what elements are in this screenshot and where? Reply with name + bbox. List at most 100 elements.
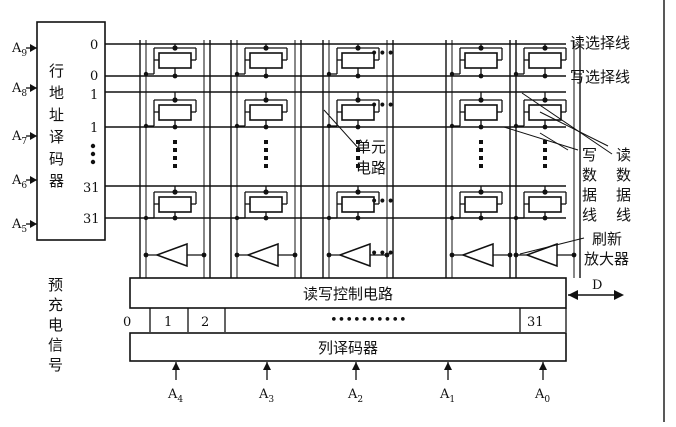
select-lines (105, 43, 566, 219)
vertical-ellipsis-dot (479, 148, 483, 152)
row-input-arrow (30, 84, 37, 92)
vertical-ellipsis-dot (356, 140, 360, 144)
row-output-1-write: 1 (90, 121, 98, 136)
row-address-subscript: 6 (21, 181, 27, 191)
column-address-subscript: 1 (449, 395, 455, 405)
write-select-line-label: 写选择线 (570, 68, 630, 86)
svg-text:译: 译 (49, 128, 64, 146)
svg-text:地: 地 (49, 84, 64, 102)
refresh-amp-label-line1: 刷新 (592, 230, 622, 248)
rw-control-label: 读写控制电路 (303, 285, 393, 303)
row-input-arrow (30, 220, 37, 228)
column-address-input: A2 (347, 387, 363, 405)
leader-lines (323, 92, 613, 255)
column-decoder-box (129, 332, 567, 362)
array-column (139, 40, 211, 278)
vertical-ellipsis-dot (264, 140, 268, 144)
svg-text:充: 充 (48, 296, 63, 314)
svg-text:线: 线 (616, 206, 631, 224)
row-address-input: A6 (11, 173, 27, 191)
column-index-dots: •••••••••• (330, 313, 407, 328)
array-column (322, 40, 394, 278)
refresh-amp-label-line2: 放大器 (584, 250, 629, 268)
vertical-ellipsis-dot (173, 140, 177, 144)
junction-dot (449, 71, 455, 77)
junction-dot (292, 252, 298, 258)
refresh-amplifier (524, 242, 558, 268)
column-address-subscript: 3 (268, 395, 274, 405)
row-address-subscript: 8 (21, 89, 27, 99)
row-address-input: A9 (11, 41, 27, 59)
row-ellipsis: ••• (370, 246, 395, 262)
memory-cell (249, 196, 283, 213)
column-decoder-label: 列译码器 (318, 339, 378, 357)
junction-dot (571, 252, 577, 258)
svg-text:据: 据 (582, 186, 597, 204)
vertical-ellipsis-dot (356, 148, 360, 152)
column-index-31: 31 (527, 315, 544, 330)
write-data-line-label: 写 数 据 线 (582, 146, 597, 224)
data-port-arrow (568, 290, 624, 300)
row-ellipsis: ••• (370, 194, 395, 210)
svg-text:读: 读 (616, 146, 631, 164)
vertical-ellipsis-dot (479, 140, 483, 144)
row-decoder-box (36, 21, 106, 241)
memory-cell (158, 196, 192, 213)
vertical-ellipsis-dot (264, 156, 268, 160)
read-data-line-label: 读 数 据 线 (616, 146, 631, 224)
vertical-ellipsis-dot (479, 164, 483, 168)
vertical-ellipsis-dot (543, 148, 547, 152)
junction-dot (513, 71, 519, 77)
svg-text:信: 信 (48, 336, 63, 354)
memory-cell (464, 52, 498, 69)
column-address-subscript: 2 (357, 395, 363, 405)
refresh-amplifier (337, 242, 371, 268)
row-ellipsis: ••• (370, 46, 395, 62)
row-address-subscript: 5 (21, 225, 27, 235)
row-output-0-write: 0 (90, 69, 98, 84)
column-address-input: A0 (534, 387, 550, 405)
row-input-arrow (30, 176, 37, 184)
column-index-1: 1 (164, 315, 172, 330)
row-output-0-read: 0 (90, 38, 98, 53)
junction-dot (143, 71, 149, 77)
junction-dot (326, 252, 332, 258)
svg-text:数: 数 (616, 166, 631, 184)
precharge-signal-label: 预 充 电 信 号 (48, 276, 63, 374)
vertical-ellipsis-dot (173, 148, 177, 152)
junction-dot (326, 71, 332, 77)
cell-label-line1: 单元 (356, 138, 386, 156)
svg-text:线: 线 (582, 206, 597, 224)
column-input-arrow (352, 362, 360, 370)
array-column (445, 40, 517, 278)
array-column (509, 40, 581, 278)
row-output-31-write: 31 (83, 212, 100, 227)
decoder-output-dots (90, 143, 96, 165)
memory-cell (528, 104, 562, 121)
memory-cell (464, 104, 498, 121)
vertical-ellipsis-dot (543, 156, 547, 160)
svg-text:数: 数 (582, 166, 597, 184)
row-ellipsis: ••• (370, 98, 395, 114)
vertical-ellipsis-dot (356, 164, 360, 168)
column-address-subscript: 4 (177, 395, 183, 405)
vertical-ellipsis-dot (543, 164, 547, 168)
memory-cell (528, 196, 562, 213)
column-address-input: A1 (439, 387, 455, 405)
memory-cell (528, 52, 562, 69)
svg-text:码: 码 (49, 150, 64, 168)
read-select-line-label: 读选择线 (570, 34, 630, 52)
row-address-subscript: 9 (21, 49, 27, 59)
row-decoder-label: 行 地 址 译 码 器 (49, 62, 64, 190)
array-column (230, 40, 302, 278)
column-input-arrow (172, 362, 180, 370)
row-address-input: A5 (11, 217, 27, 235)
vertical-ellipsis-dot (173, 164, 177, 168)
cell-label-line2: 电路 (356, 159, 386, 177)
rw-control-box (129, 277, 567, 309)
memory-cell (158, 52, 192, 69)
junction-dot (143, 252, 149, 258)
